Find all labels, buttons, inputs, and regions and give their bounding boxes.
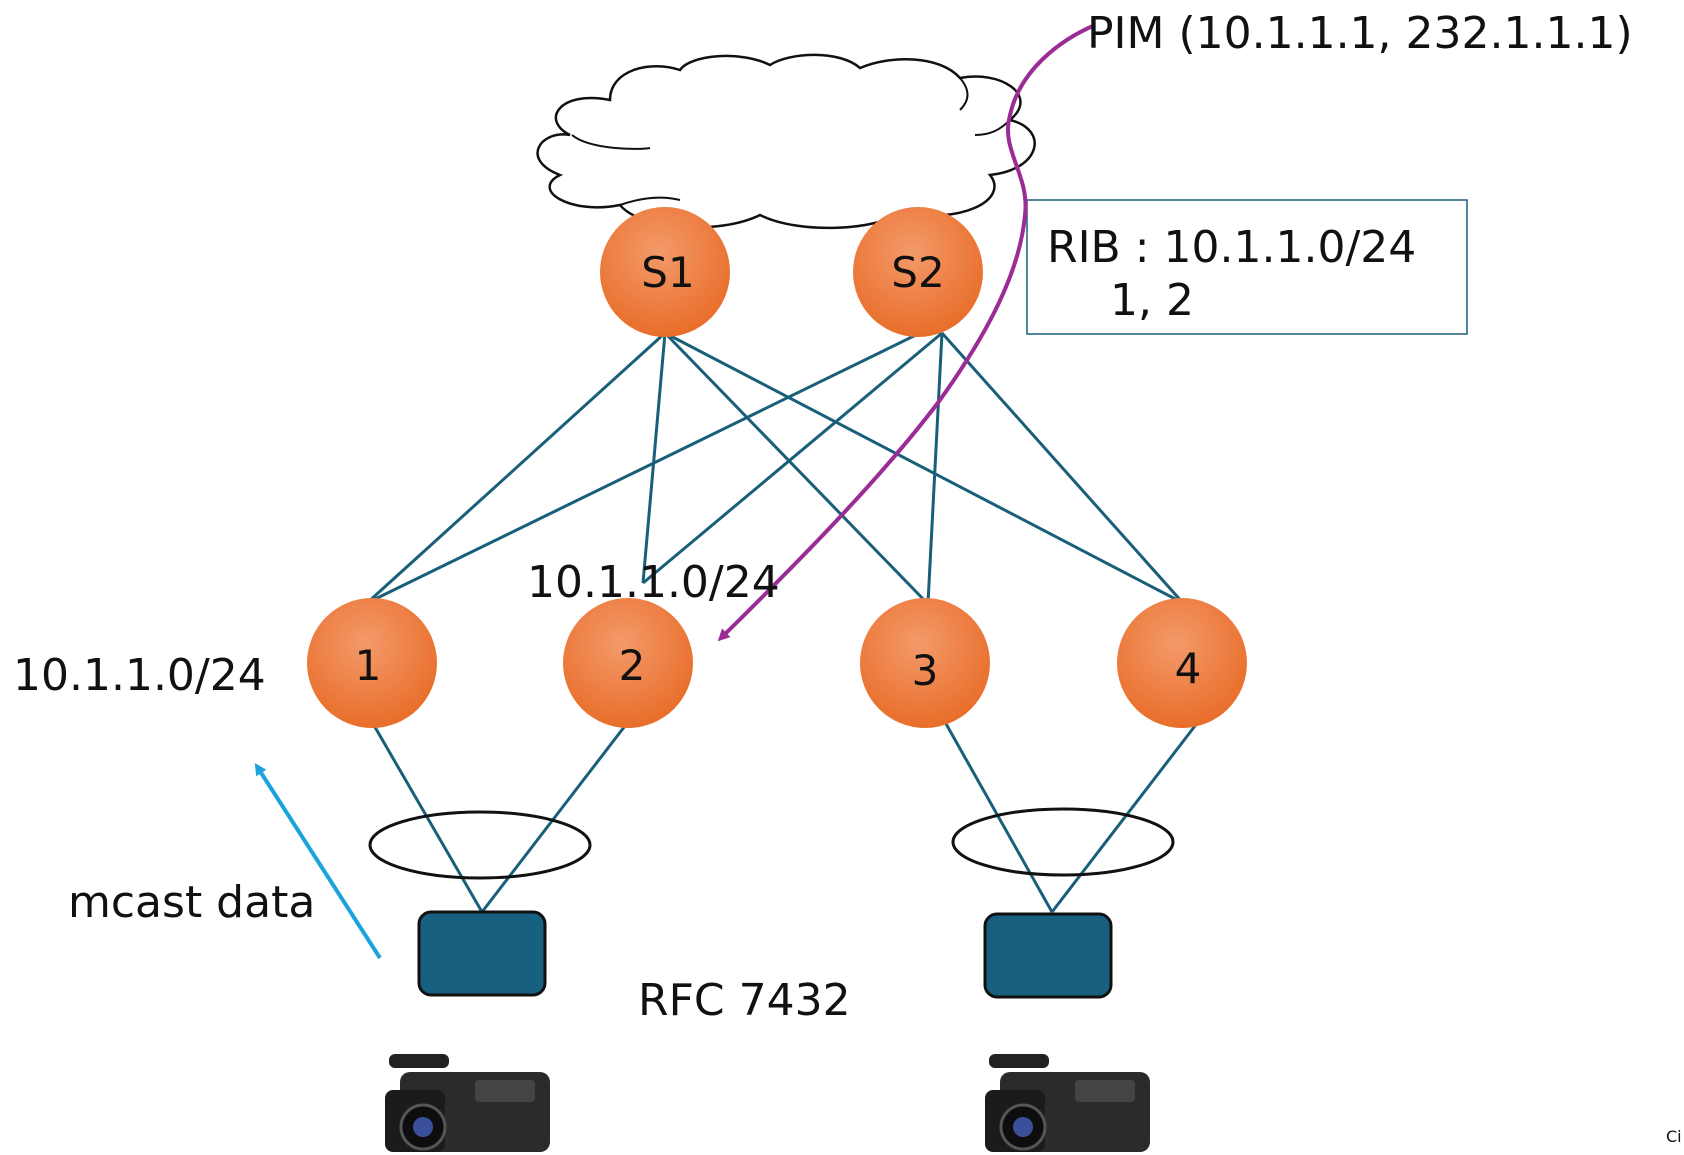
svg-text:S2: S2 — [891, 248, 944, 297]
rfc-label: RFC 7432 — [638, 975, 851, 1026]
svg-text:4: 4 — [1175, 644, 1202, 693]
leaf-node-1[interactable]: 1 — [307, 598, 437, 728]
svg-text:1, 2: 1, 2 — [1110, 275, 1194, 326]
mcast-label: mcast data — [68, 877, 315, 928]
leaf-node-2[interactable]: 2 — [563, 598, 693, 728]
link-s2-leaf2 — [642, 331, 943, 585]
pim-join-arrow — [717, 23, 1096, 642]
leaf-node-4[interactable]: 4 — [1117, 598, 1247, 728]
access-links — [370, 721, 1200, 913]
host-box-right[interactable] — [983, 912, 1113, 999]
prefix-label-leaf2: 10.1.1.0/24 — [527, 557, 780, 608]
pim-title: PIM (10.1.1.1, 232.1.1.1) — [1087, 8, 1633, 59]
svg-text:RIB : 10.1.1.0/24: RIB : 10.1.1.0/24 — [1047, 222, 1416, 273]
rib-box: RIB : 10.1.1.0/24 1, 2 — [1026, 199, 1468, 335]
link-s1-leaf1 — [365, 331, 667, 605]
corner-text: Ci — [1666, 1127, 1682, 1146]
link-s1-leaf2 — [641, 332, 667, 584]
mcast-data-arrow — [254, 762, 382, 960]
svg-text:S1: S1 — [641, 248, 694, 297]
camera-icon — [985, 1054, 1150, 1152]
lag-ellipse-right — [951, 807, 1175, 877]
link-s1-leaf3 — [663, 331, 929, 605]
link-s1-leaf4 — [664, 331, 1184, 605]
prefix-label-leaf1: 10.1.1.0/24 — [13, 650, 266, 701]
svg-text:3: 3 — [912, 646, 939, 695]
link-s2-leaf4 — [940, 332, 1185, 604]
spine-node-s2[interactable]: S2 — [853, 207, 983, 337]
link-s2-leaf3 — [926, 332, 944, 604]
svg-text:1: 1 — [355, 641, 382, 690]
lag-ellipse-left — [368, 810, 592, 880]
svg-text:2: 2 — [619, 641, 646, 690]
camera-icon — [385, 1054, 550, 1152]
cloud — [536, 53, 1036, 230]
host-box-left[interactable] — [417, 910, 547, 997]
fabric-links — [365, 331, 1185, 605]
leaf-node-3[interactable]: 3 — [860, 598, 990, 728]
link-s2-leaf1 — [366, 331, 921, 605]
spine-node-s1[interactable]: S1 — [600, 207, 730, 337]
